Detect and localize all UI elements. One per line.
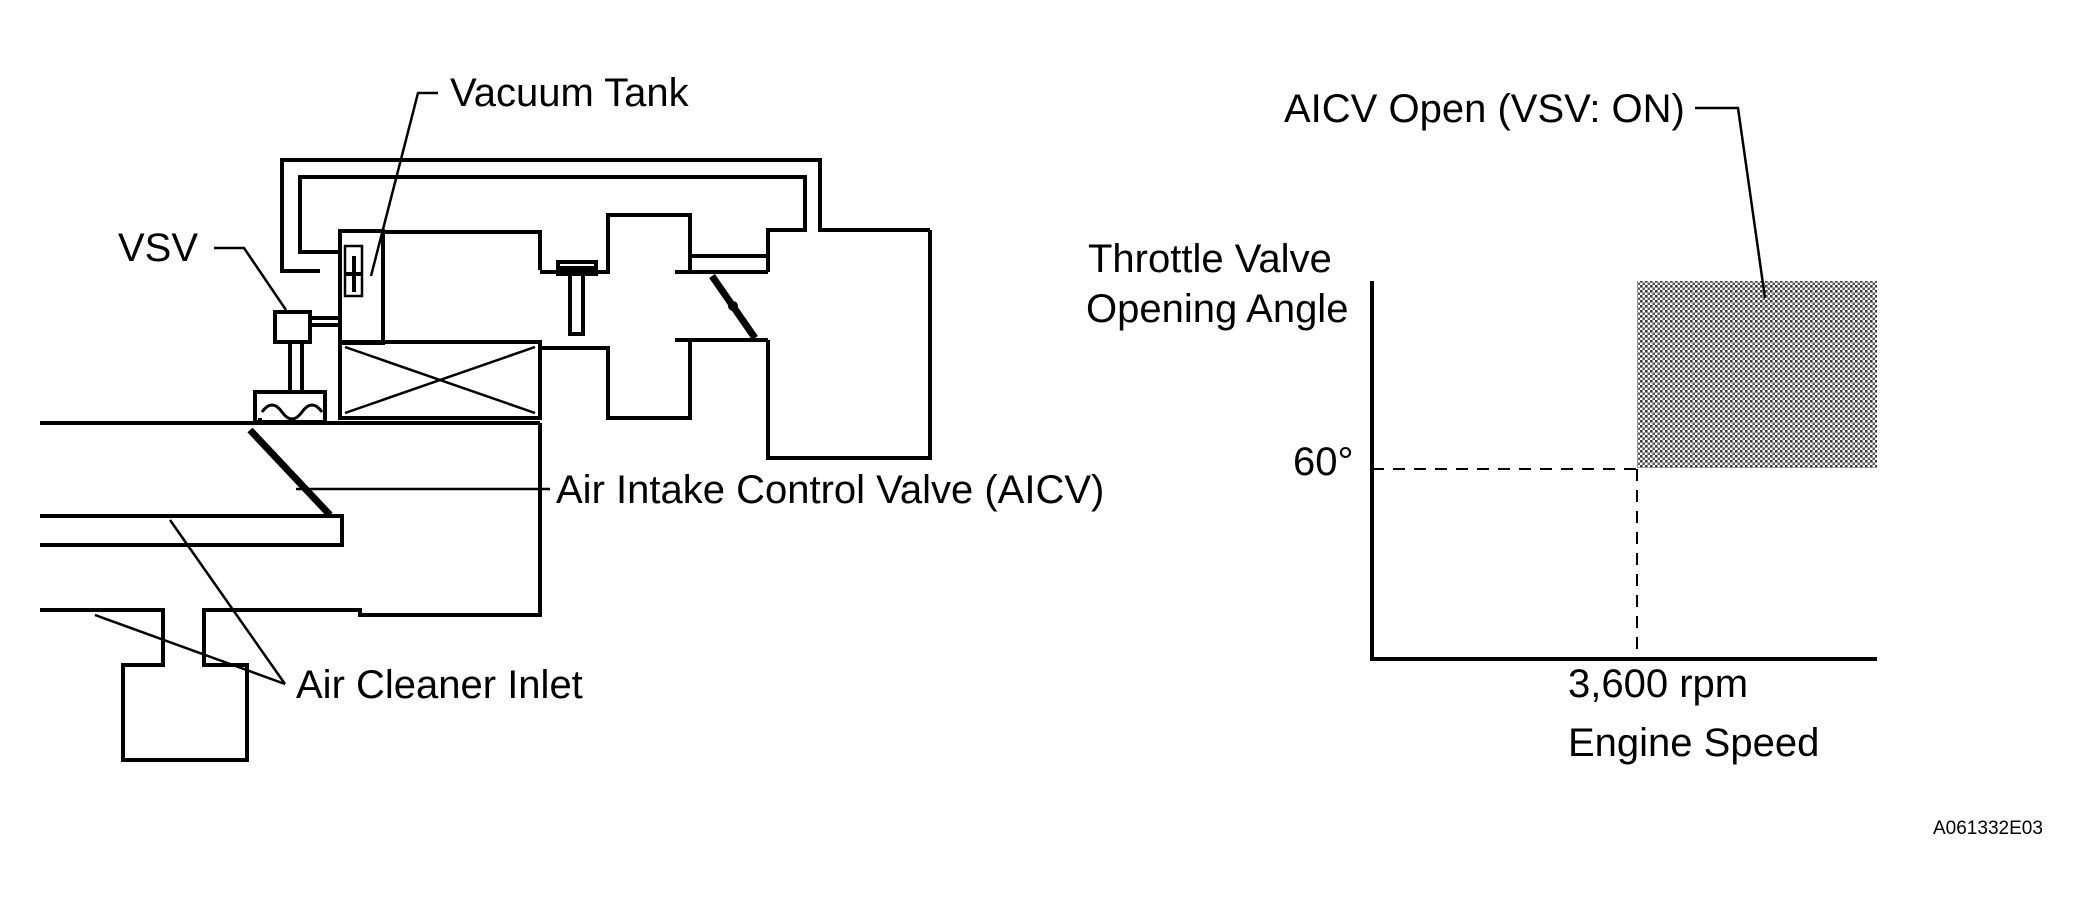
vacuum-hose [280, 158, 930, 273]
vacuum-tank-label: Vacuum Tank [450, 71, 690, 115]
intake-duct [40, 340, 542, 762]
intake-system-diagram: Vacuum Tank VSV Air Intake Control Valve… [40, 71, 1104, 762]
figure-code: A061332E03 [1933, 818, 2043, 839]
air-cleaner-leader-2 [94, 613, 286, 686]
throttle-body [540, 213, 932, 460]
y-axis-label-line1: Throttle Valve [1088, 237, 1332, 281]
graph-axes [1370, 281, 1877, 661]
aicv-label: Air Intake Control Valve (AICV) [556, 468, 1104, 512]
aicv-open-leader [1695, 106, 1767, 299]
air-cleaner-leader-1 [168, 519, 287, 685]
vsv [253, 310, 342, 424]
vsv-leader [214, 246, 288, 311]
vacuum-tank [338, 229, 385, 345]
vsv-label: VSV [118, 226, 198, 270]
y-threshold-label: 60° [1293, 440, 1354, 484]
aicv-operating-graph: AICV Open (VSV: ON) Throttle Valve Openi… [1086, 87, 1877, 765]
aicv-open-label: AICV Open (VSV: ON) [1284, 87, 1685, 131]
vacuum-tank-leader [369, 91, 438, 277]
air-cleaner-inlet-label: Air Cleaner Inlet [296, 663, 583, 707]
leader-lines [94, 91, 550, 686]
housing-upper [383, 230, 542, 270]
y-axis-label-line2: Opening Angle [1086, 287, 1348, 331]
x-axis-label: Engine Speed [1568, 721, 1819, 765]
x-threshold-label: 3,600 rpm [1568, 662, 1748, 706]
aicv-open-region [1637, 281, 1877, 468]
